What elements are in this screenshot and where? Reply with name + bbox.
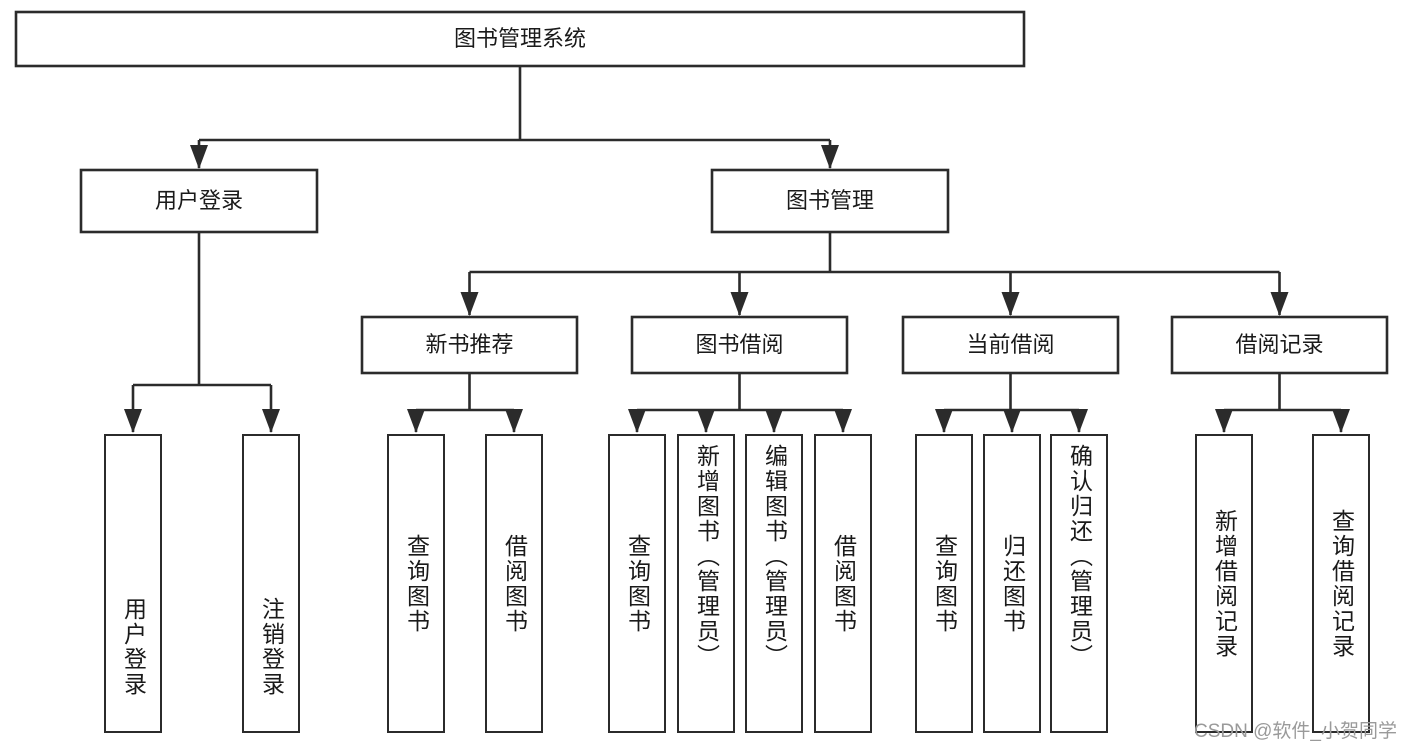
leaf-node-查询图书[interactable]: 查询图书	[608, 434, 666, 733]
arrow-bookmgmt-to-0	[460, 292, 479, 316]
leaf-label: 借阅图书	[830, 533, 857, 634]
leaf-label: 确认归还（管理员）	[1066, 444, 1093, 669]
leaf-node-注销登录[interactable]: 注销登录	[242, 434, 300, 733]
node-借阅记录-rect	[1170, 315, 1389, 375]
leaf-node-新增图书管理员[interactable]: 新增图书（管理员）	[677, 434, 735, 733]
node-当前借阅[interactable]: 当前借阅	[901, 315, 1120, 375]
leaf-node-查询图书[interactable]: 查询图书	[387, 434, 445, 733]
node-图书管理-label: 图书管理	[786, 188, 874, 213]
leaf-label: 新增借阅记录	[1211, 508, 1238, 659]
arrow-node-图书借阅-to-2	[765, 409, 783, 433]
leaf-label: 新增图书（管理员）	[693, 444, 720, 669]
arrow-node-用户登录-to-0	[124, 409, 142, 433]
node-借阅记录-label: 借阅记录	[1235, 332, 1323, 357]
watermark-label: CSDN @软件_小贺同学	[1194, 721, 1397, 742]
leaf-label: 查询图书	[403, 533, 430, 634]
node-当前借阅-label: 当前借阅	[966, 332, 1054, 357]
leaf-label: 查询借阅记录	[1328, 508, 1355, 659]
leaf-node-确认归还管理员[interactable]: 确认归还（管理员）	[1050, 434, 1108, 733]
arrow-node-当前借阅-to-0	[935, 409, 953, 433]
arrow-node-图书借阅-to-3	[834, 409, 852, 433]
leaf-label: 编辑图书（管理员）	[761, 444, 788, 669]
node-用户登录[interactable]: 用户登录	[79, 168, 319, 234]
node-当前借阅-rect	[901, 315, 1120, 375]
leaf-label: 借阅图书	[501, 533, 528, 634]
node-图书管理系统-rect	[14, 10, 1026, 68]
arrow-node-图书借阅-to-1	[697, 409, 715, 433]
node-用户登录-label: 用户登录	[155, 188, 243, 213]
leaf-label: 注销登录	[258, 597, 285, 697]
node-图书管理-rect	[710, 168, 950, 234]
leaf-node-归还图书[interactable]: 归还图书	[983, 434, 1041, 733]
arrow-bookmgmt-to-3	[1270, 292, 1289, 316]
leaf-label: 查询图书	[624, 533, 651, 634]
leaf-label: 用户登录	[120, 597, 147, 697]
leaf-node-查询借阅记录[interactable]: 查询借阅记录	[1312, 434, 1370, 733]
leaf-node-新增借阅记录[interactable]: 新增借阅记录	[1195, 434, 1253, 733]
node-图书借阅[interactable]: 图书借阅	[630, 315, 849, 375]
node-图书借阅-label: 图书借阅	[695, 332, 783, 357]
leaf-label: 归还图书	[999, 533, 1026, 634]
arrow-node-用户登录-to-1	[262, 409, 280, 433]
node-新书推荐-rect	[360, 315, 579, 375]
arrow-node-当前借阅-to-2	[1070, 409, 1088, 433]
node-图书管理系统[interactable]: 图书管理系统	[14, 10, 1026, 68]
arrow-root-to-1	[821, 145, 839, 169]
arrow-node-借阅记录-to-1	[1332, 409, 1350, 433]
connector-layer	[124, 66, 1350, 433]
node-借阅记录[interactable]: 借阅记录	[1170, 315, 1389, 375]
node-新书推荐[interactable]: 新书推荐	[360, 315, 579, 375]
node-图书管理系统-label: 图书管理系统	[454, 26, 586, 51]
leaf-node-借阅图书[interactable]: 借阅图书	[485, 434, 543, 733]
node-图书借阅-rect	[630, 315, 849, 375]
arrow-node-新书推荐-to-1	[505, 409, 523, 433]
leaf-node-查询图书[interactable]: 查询图书	[915, 434, 973, 733]
arrow-bookmgmt-to-2	[1001, 292, 1020, 316]
node-新书推荐-label: 新书推荐	[425, 332, 513, 357]
arrow-node-当前借阅-to-1	[1003, 409, 1021, 433]
leaf-node-用户登录[interactable]: 用户登录	[104, 434, 162, 733]
arrow-node-借阅记录-to-0	[1215, 409, 1233, 433]
arrow-node-图书借阅-to-0	[628, 409, 646, 433]
arrow-bookmgmt-to-1	[730, 292, 749, 316]
leaf-label: 查询图书	[931, 533, 958, 634]
node-用户登录-rect	[79, 168, 319, 234]
leaf-node-借阅图书[interactable]: 借阅图书	[814, 434, 872, 733]
node-图书管理[interactable]: 图书管理	[710, 168, 950, 234]
arrow-root-to-0	[190, 145, 208, 169]
arrow-node-新书推荐-to-0	[407, 409, 425, 433]
leaf-node-编辑图书管理员[interactable]: 编辑图书（管理员）	[745, 434, 803, 733]
